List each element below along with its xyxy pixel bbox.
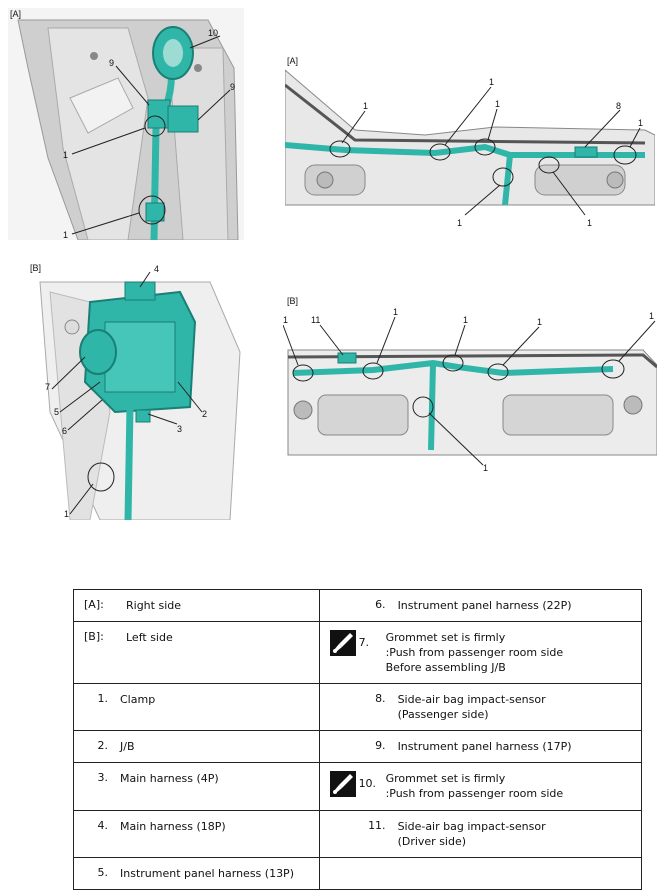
callout: 1 xyxy=(283,315,288,325)
legend-cell-left: 5. Instrument panel harness (13P) xyxy=(73,857,320,890)
legend-key: [B]: xyxy=(84,630,104,643)
legend-key: [A]: xyxy=(84,598,104,611)
callout: 1 xyxy=(63,150,68,160)
figure-tag: [B] xyxy=(30,263,42,273)
callout: 2 xyxy=(202,409,207,419)
callout: 1 xyxy=(393,307,398,317)
legend-key: 1. xyxy=(97,692,109,705)
push-tool-icon xyxy=(329,630,356,656)
callout: 3 xyxy=(177,424,182,434)
legend-cell-left: [A]: Right side xyxy=(73,589,320,622)
figure-tag: [A] xyxy=(10,9,22,19)
callout: 8 xyxy=(616,101,621,111)
callout: 9 xyxy=(109,58,114,68)
legend-key: 6. xyxy=(375,598,386,611)
callout: 1 xyxy=(363,101,368,111)
legend-text: J/B xyxy=(120,740,135,753)
callout: 1 xyxy=(587,218,592,228)
legend-key: 4. xyxy=(97,819,109,832)
callout: 4 xyxy=(154,264,159,274)
legend-cell-left: 4. Main harness (18P) xyxy=(73,810,320,858)
legend-key: 9. xyxy=(375,739,386,752)
callout: 11 xyxy=(311,315,320,325)
legend-text: Right side xyxy=(126,599,181,612)
callout: 1 xyxy=(463,315,468,325)
legend-key: 5. xyxy=(97,866,109,879)
figure-tag: [B] xyxy=(287,296,299,306)
figure-tag: [A] xyxy=(287,56,299,66)
figure-left-side-closeup: 4 7 5 6 2 3 1 [B] xyxy=(30,262,250,520)
callout: 1 xyxy=(63,230,68,240)
callout: 9 xyxy=(230,82,235,92)
legend-row: 4. Main harness (18P) 11. Side-air bag i… xyxy=(73,810,643,858)
legend-row: 3. Main harness (4P) 10. Grommet set is … xyxy=(73,762,643,811)
legend-cell-right: 10. Grommet set is firmly :Push from pas… xyxy=(318,762,643,811)
legend-text: Left side xyxy=(126,631,173,644)
figure-right-side-overview: 1 1 1 8 1 1 1 [A] xyxy=(285,55,655,235)
callout: 1 xyxy=(64,509,69,519)
legend-text: Instrument panel harness (17P) xyxy=(397,740,572,753)
legend-key: 7. xyxy=(358,636,370,649)
callout: 10 xyxy=(208,28,218,38)
legend-text: Grommet set is firmly :Push from passeng… xyxy=(385,772,564,800)
legend-key: 8. xyxy=(375,692,386,705)
legend-text: Side-air bag impact-sensor (Driver side) xyxy=(397,820,546,848)
callout: 1 xyxy=(638,118,643,128)
callout: 1 xyxy=(495,99,500,109)
legend-text: Clamp xyxy=(120,693,156,706)
callout: 1 xyxy=(649,311,654,321)
legend-text: Side-air bag impact-sensor (Passenger si… xyxy=(397,693,546,721)
legend-key: 10. xyxy=(358,777,377,790)
legend-key: 11. xyxy=(368,819,386,832)
legend-cell-left: 3. Main harness (4P) xyxy=(73,762,320,811)
callout: 1 xyxy=(537,317,542,327)
push-tool-icon xyxy=(329,771,356,797)
legend-table: [A]: Right side 6. Instrument panel harn… xyxy=(73,589,643,890)
legend-text: Main harness (18P) xyxy=(120,820,226,833)
legend-row: [A]: Right side 6. Instrument panel harn… xyxy=(73,589,643,622)
callout: 7 xyxy=(45,382,50,392)
legend-row: [B]: Left side 7. Grommet set is firmly … xyxy=(73,621,643,684)
legend-text: Main harness (4P) xyxy=(120,772,219,785)
legend-cell-right: 7. Grommet set is firmly :Push from pass… xyxy=(318,621,643,684)
figure-right-side-closeup: 10 9 9 1 1 [A] xyxy=(8,8,244,240)
figure-left-side-overview: 1 11 1 1 1 1 1 [B] xyxy=(283,295,657,473)
legend-cell-right: 9. Instrument panel harness (17P) xyxy=(318,730,643,763)
legend-cell-left: [B]: Left side xyxy=(73,621,320,684)
legend-cell-right: 6. Instrument panel harness (22P) xyxy=(318,589,643,622)
callout: 1 xyxy=(457,218,462,228)
legend-key: 3. xyxy=(97,771,109,784)
legend-cell-left: 2. J/B xyxy=(73,730,320,763)
legend-text: Instrument panel harness (22P) xyxy=(397,599,572,612)
legend-cell-right: 11. Side-air bag impact-sensor (Driver s… xyxy=(318,810,643,858)
legend-cell-left: 1. Clamp xyxy=(73,683,320,731)
callout: 5 xyxy=(54,407,59,417)
legend-cell-right xyxy=(318,857,643,890)
legend-cell-right: 8. Side-air bag impact-sensor (Passenger… xyxy=(318,683,643,731)
legend-key: 2. xyxy=(97,739,109,752)
legend-text: Instrument panel harness (13P) xyxy=(120,867,294,880)
callout: 1 xyxy=(489,77,494,87)
legend-row: 2. J/B 9. Instrument panel harness (17P) xyxy=(73,730,643,763)
legend-row: 5. Instrument panel harness (13P) xyxy=(73,857,643,890)
legend-row: 1. Clamp 8. Side-air bag impact-sensor (… xyxy=(73,683,643,731)
legend-text: Grommet set is firmly :Push from passeng… xyxy=(385,631,564,674)
callout: 1 xyxy=(483,463,488,473)
callout: 6 xyxy=(62,426,67,436)
